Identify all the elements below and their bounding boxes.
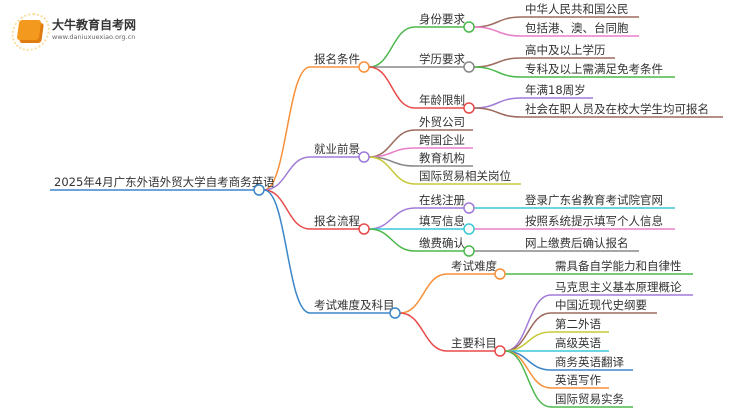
sub-node[interactable]: 年龄限制	[419, 93, 465, 107]
sub-node-toggle[interactable]	[494, 345, 506, 357]
leaf-link	[473, 16, 522, 28]
leaf-link	[473, 66, 522, 78]
sub-node-toggle[interactable]	[463, 61, 475, 73]
leaf-node[interactable]: 中华人民共和国公民	[525, 2, 629, 16]
sub-node[interactable]: 缴费确认	[419, 236, 465, 250]
branch-1-toggle[interactable]	[358, 151, 370, 163]
branch-link	[263, 156, 311, 191]
branch-link	[263, 66, 311, 191]
branch-link	[263, 189, 311, 314]
sub-node[interactable]: 主要科目	[451, 336, 497, 350]
leaf-node[interactable]: 国际贸易实务	[555, 392, 624, 406]
leaf-link	[473, 57, 522, 68]
leaf-node[interactable]: 高中及以上学历	[525, 43, 606, 57]
leaf-node[interactable]: 第二外语	[555, 317, 601, 331]
sub-link	[368, 26, 416, 68]
sub-node[interactable]: 考试难度	[451, 259, 497, 273]
leaf-link	[504, 294, 552, 352]
sub-link	[368, 207, 416, 230]
sub-link	[368, 156, 416, 185]
leaf-link	[473, 107, 522, 118]
leaf-node[interactable]: 按照系统提示填写个人信息	[525, 214, 663, 228]
sub-node[interactable]: 身份要求	[419, 12, 465, 26]
sub-node[interactable]: 学历要求	[419, 52, 465, 66]
branch-link	[263, 189, 311, 230]
root-node[interactable]: 2025年4月广东外语外贸大学自考商务英语	[54, 175, 275, 189]
sub-node[interactable]: 跨国企业	[419, 133, 465, 147]
leaf-node[interactable]: 商务英语翻译	[555, 355, 624, 369]
leaf-node[interactable]: 年满18周岁	[525, 83, 586, 97]
logo-url: www.daniuxuexiao.org.cn	[52, 33, 136, 41]
sub-node[interactable]: 国际贸易相关岗位	[419, 169, 511, 183]
leaf-node[interactable]: 英语写作	[555, 373, 601, 387]
sub-link	[368, 66, 416, 109]
logo: 大牛教育自考网 www.daniuxuexiao.org.cn	[16, 18, 137, 42]
leaf-node[interactable]: 专科及以上需满足免考条件	[525, 62, 663, 76]
sub-node-toggle[interactable]	[463, 202, 475, 214]
sub-node[interactable]: 外贸公司	[419, 115, 465, 129]
sub-node[interactable]: 教育机构	[419, 151, 465, 165]
branch-3-toggle[interactable]	[389, 307, 401, 319]
sub-link	[399, 312, 448, 352]
leaf-link	[504, 350, 552, 408]
leaf-node[interactable]: 需具备自学能力和自律性	[555, 259, 682, 273]
logo-name: 大牛教育自考网	[52, 18, 137, 32]
branch-0[interactable]: 报名条件	[314, 52, 360, 66]
sub-node-toggle[interactable]	[463, 245, 475, 257]
root-node-toggle[interactable]	[253, 184, 265, 196]
leaf-node[interactable]: 社会在职人员及在校大学生均可报名	[525, 102, 709, 116]
leaf-node[interactable]: 包括港、澳、台同胞	[525, 21, 629, 35]
leaf-link	[473, 97, 522, 109]
sub-link	[399, 273, 448, 314]
sub-node-toggle[interactable]	[463, 223, 475, 235]
leaf-node[interactable]: 马克思主义基本原理概论	[555, 280, 682, 294]
branch-2-toggle[interactable]	[358, 223, 370, 235]
sub-node[interactable]: 在线注册	[419, 193, 465, 207]
sub-node[interactable]: 填写信息	[419, 214, 465, 228]
branch-1[interactable]: 就业前景	[314, 142, 360, 156]
branch-2[interactable]: 报名流程	[314, 214, 360, 228]
leaf-node[interactable]: 登录广东省教育考试院官网	[525, 193, 663, 207]
sub-node-toggle[interactable]	[463, 102, 475, 114]
leaf-node[interactable]: 高级英语	[555, 336, 601, 350]
branch-0-toggle[interactable]	[358, 61, 370, 73]
sub-link	[368, 228, 416, 252]
leaf-link	[473, 26, 522, 37]
branch-3[interactable]: 考试难度及科目	[314, 298, 395, 312]
sub-node-toggle[interactable]	[463, 21, 475, 33]
leaf-node[interactable]: 中国近现代史纲要	[555, 298, 647, 312]
leaf-node[interactable]: 网上缴费后确认报名	[525, 236, 629, 250]
sub-node-toggle[interactable]	[494, 268, 506, 280]
